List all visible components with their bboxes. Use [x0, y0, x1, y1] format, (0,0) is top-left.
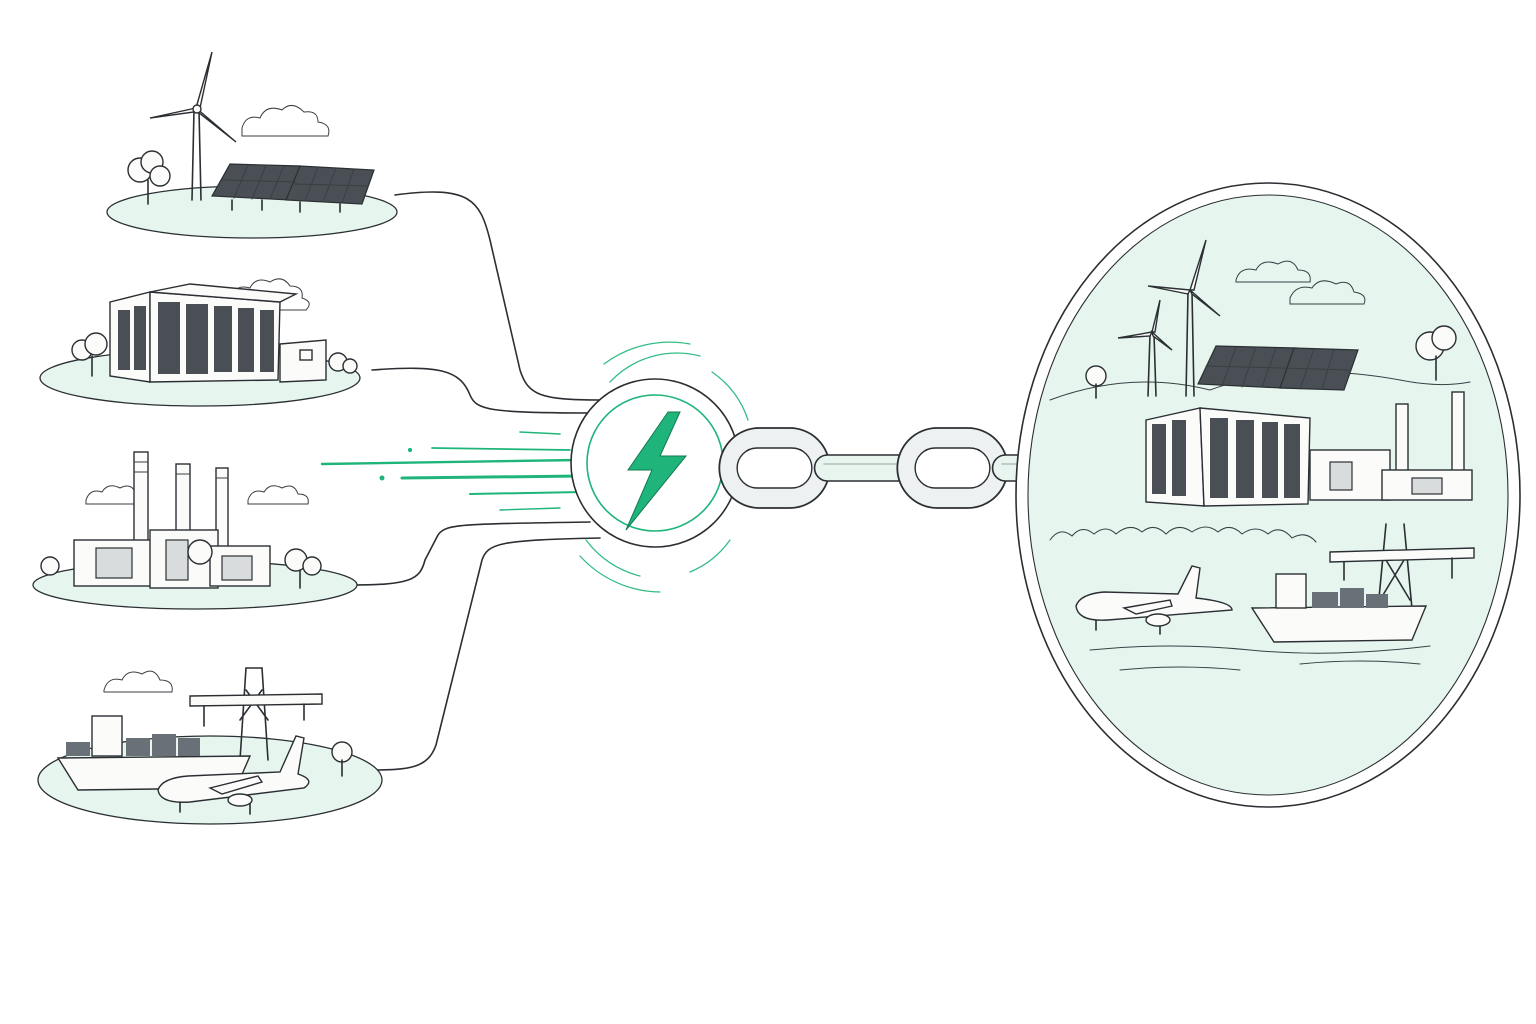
data-center-building-icon [1145, 407, 1311, 507]
connector-data-center [371, 367, 591, 414]
wind-turbine-icon [1147, 239, 1221, 397]
chain-link [896, 427, 1009, 509]
airplane-icon [1075, 565, 1233, 635]
tree-icon [331, 741, 353, 777]
crane-icon [189, 667, 323, 761]
airplane-icon [157, 735, 310, 815]
solar-panel-icon [1197, 345, 1359, 391]
speed-lines [320, 431, 584, 511]
solar-panel-icon [211, 163, 375, 213]
crane-icon [1329, 523, 1475, 631]
factory-building-icon [73, 451, 271, 589]
node-data-center [39, 278, 361, 407]
wind-turbine-icon [149, 51, 237, 201]
destination-landscape [1015, 182, 1521, 808]
data-center-building-icon [109, 283, 327, 383]
node-factory [32, 451, 358, 610]
tree-icon [127, 150, 171, 205]
node-port-airport [37, 667, 383, 825]
chain [718, 427, 1187, 509]
lightning-bolt-icon [625, 411, 688, 531]
energy-hub [570, 341, 749, 593]
connector-factory [349, 521, 591, 586]
connector-lines [349, 191, 601, 771]
shrub-icon [328, 352, 358, 374]
wind-turbine-icon [1117, 299, 1173, 397]
connector-wind-solar [394, 191, 601, 401]
factory-building-icon [1309, 391, 1473, 501]
cargo-ship-icon [1250, 573, 1428, 643]
chain-link [718, 427, 831, 509]
tree-icon [40, 548, 322, 589]
connector-port [369, 537, 601, 771]
tree-icon [1085, 325, 1457, 399]
node-wind-solar [106, 51, 398, 239]
chain-link [813, 454, 914, 482]
tree-icon [71, 332, 108, 377]
